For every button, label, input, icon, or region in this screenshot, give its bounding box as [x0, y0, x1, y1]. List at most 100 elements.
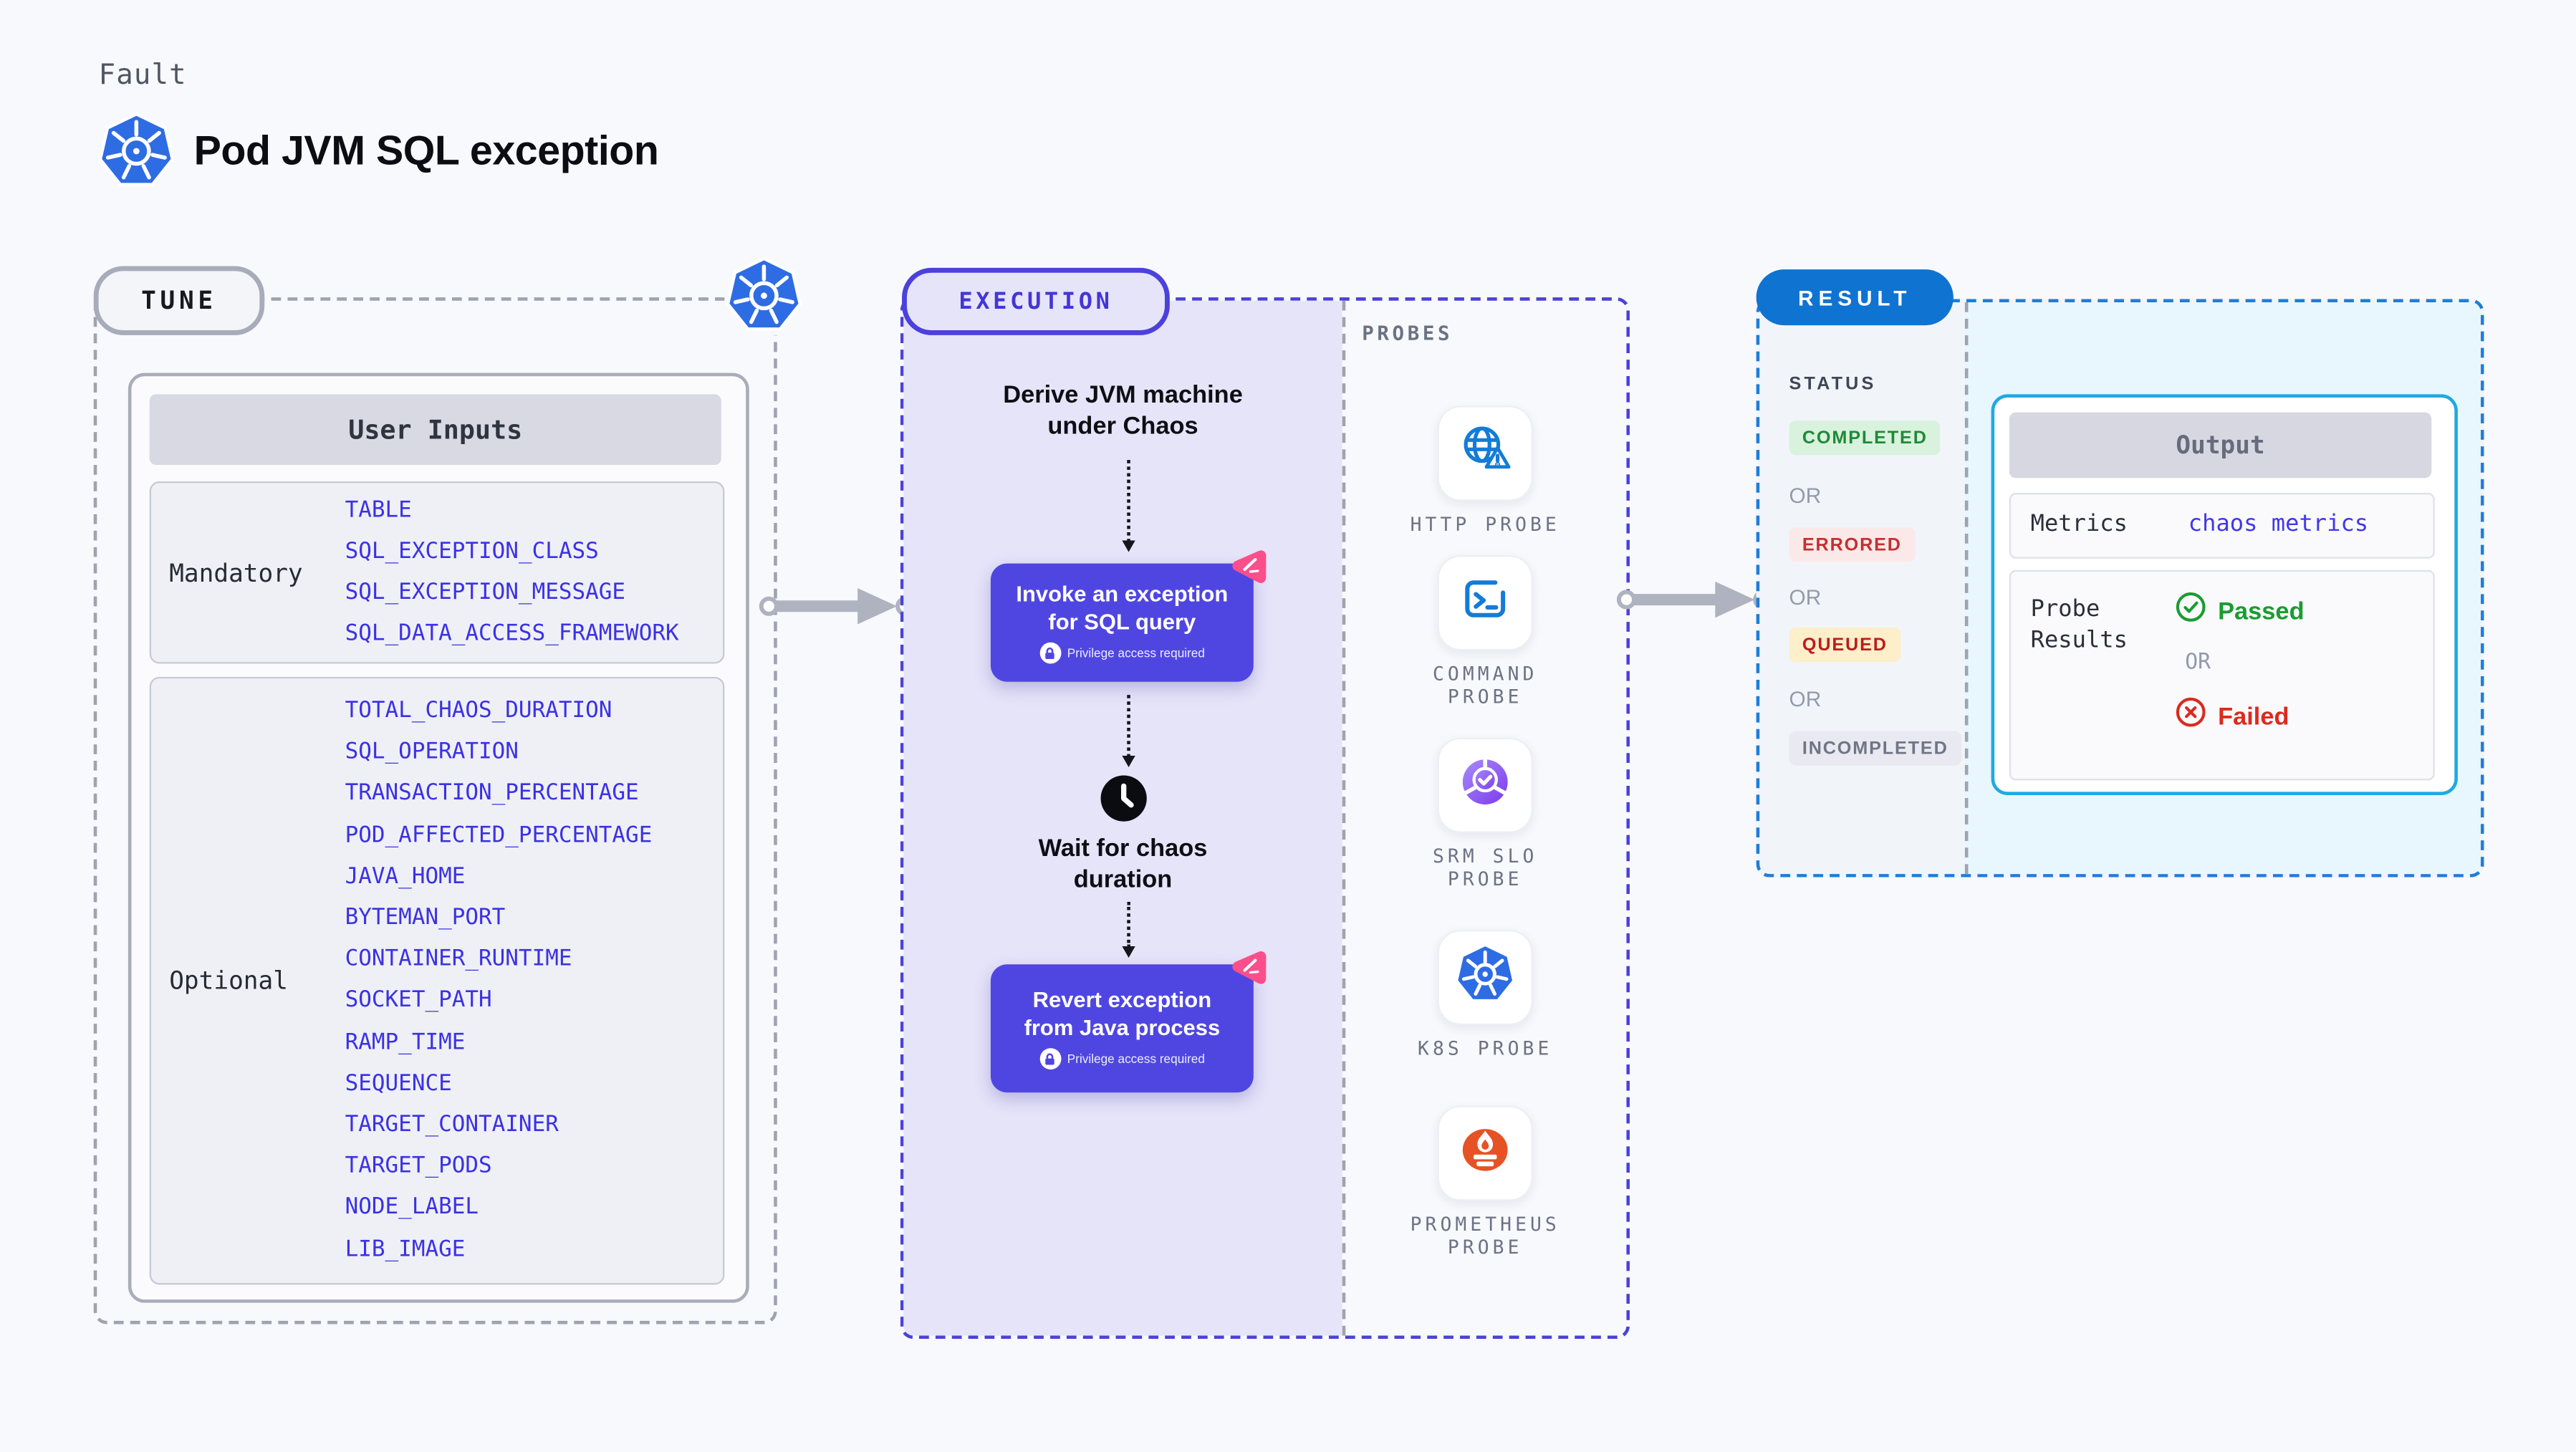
lock-icon	[1039, 1048, 1061, 1070]
env-var-link[interactable]: POD_AFFECTED_PERCENTAGE	[345, 822, 653, 848]
metrics-value-link[interactable]: chaos metrics	[2188, 511, 2369, 537]
result-section-box: STATUS COMPLETED OR ERRORED OR QUEUED OR…	[1756, 299, 2484, 878]
output-header: Output	[2009, 412, 2432, 479]
or-label: OR	[1789, 686, 1822, 712]
env-var-link[interactable]: TRANSACTION_PERCENTAGE	[345, 780, 639, 807]
mandatory-group: Mandatory TABLE SQL_EXCEPTION_CLASS SQL_…	[149, 481, 725, 664]
env-var-link[interactable]: SQL_OPERATION	[345, 739, 519, 766]
probe-label: COMMAND PROBE	[1432, 662, 1538, 708]
or-label: OR	[1789, 483, 1822, 508]
optional-label: Optional	[169, 966, 288, 996]
probe-result-passed: Passed	[2175, 592, 2305, 631]
env-var-link[interactable]: SEQUENCE	[345, 1069, 452, 1097]
env-var-link[interactable]: SQL_EXCEPTION_CLASS	[345, 537, 599, 564]
env-var-link[interactable]: TABLE	[345, 496, 412, 523]
env-var-link[interactable]: CONTAINER_RUNTIME	[345, 946, 572, 973]
tune-section-pill: TUNE	[93, 266, 265, 335]
probe-results-row: Probe Results Passed OR	[2009, 569, 2435, 781]
user-inputs-header: User Inputs	[149, 394, 721, 466]
status-label: STATUS	[1789, 374, 1877, 395]
revert-block-title: Revert exception from Java process	[1024, 987, 1221, 1039]
clock-icon	[1098, 774, 1148, 823]
status-badge-completed: COMPLETED	[1789, 420, 1941, 456]
probe-item-k8s: K8S PROBE	[1362, 930, 1608, 1059]
env-var-link[interactable]: SQL_EXCEPTION_MESSAGE	[345, 579, 626, 606]
probe-item-command: COMMAND PROBE	[1362, 555, 1608, 708]
env-var-link[interactable]: JAVA_HOME	[345, 862, 466, 890]
env-var-link[interactable]: LIB_IMAGE	[345, 1236, 466, 1262]
probe-results-label: Probe Results	[2030, 596, 2128, 654]
privilege-note: Privilege access required	[1039, 1048, 1205, 1070]
mandatory-label: Mandatory	[169, 557, 303, 587]
env-var-link[interactable]: SQL_DATA_ACCESS_FRAMEWORK	[345, 620, 679, 647]
passed-text: Passed	[2218, 597, 2305, 625]
page-title: Pod JVM SQL exception	[193, 128, 659, 175]
revert-exception-block: Revert exception from Java process Privi…	[990, 951, 1267, 1093]
lock-icon	[1039, 642, 1061, 664]
probes-panel-label: PROBES	[1362, 322, 1453, 345]
probe-item-srm-slo: SRM SLO PROBE	[1362, 737, 1608, 891]
optional-group: Optional TOTAL_CHAOS_DURATION SQL_OPERAT…	[149, 676, 725, 1285]
or-label: OR	[2185, 650, 2211, 675]
status-badge-queued: QUEUED	[1789, 628, 1901, 663]
probe-item-http: HTTP PROBE	[1362, 405, 1608, 536]
output-card: Output Metrics chaos metrics Probe Resul…	[1991, 394, 2458, 796]
probe-label: SRM SLO PROBE	[1432, 844, 1538, 891]
derive-step-text: Derive JVM machine under Chaos	[1003, 381, 1243, 441]
command-probe-card	[1437, 555, 1533, 651]
fault-eyebrow: Fault	[98, 59, 187, 92]
probe-label: K8S PROBE	[1418, 1037, 1553, 1060]
chaos-badge-icon	[1224, 543, 1272, 592]
slo-donut-icon-card	[1437, 737, 1533, 833]
status-badge-incompleted: INCOMPLETED	[1789, 731, 1961, 766]
failed-text: Failed	[2218, 702, 2289, 731]
probe-label: PROMETHEUS PROBE	[1410, 1212, 1560, 1259]
x-circle-icon	[2175, 696, 2206, 736]
prometheus-icon-card	[1437, 1105, 1533, 1201]
flow-connector	[1122, 902, 1135, 958]
env-var-link[interactable]: SOCKET_PATH	[345, 987, 492, 1014]
env-var-link[interactable]: RAMP_TIME	[345, 1029, 466, 1055]
probe-item-prometheus: PROMETHEUS PROBE	[1362, 1105, 1608, 1259]
kubernetes-icon-card	[1437, 930, 1533, 1026]
result-separator	[1964, 302, 1969, 875]
status-badge-errored: ERRORED	[1789, 527, 1916, 562]
env-var-link[interactable]: TARGET_CONTAINER	[345, 1111, 559, 1138]
result-section-pill: RESULT	[1756, 269, 1953, 326]
invoke-block-title: Invoke an exception for SQL query	[1016, 581, 1229, 634]
env-var-link[interactable]: TOTAL_CHAOS_DURATION	[345, 697, 612, 724]
http-probe-card	[1437, 405, 1533, 501]
env-var-link[interactable]: NODE_LABEL	[345, 1194, 479, 1221]
flow-connector	[1122, 695, 1135, 768]
arrow-execution-to-result	[1616, 581, 1772, 618]
env-var-link[interactable]: TARGET_PODS	[345, 1153, 492, 1180]
metrics-row: Metrics chaos metrics	[2009, 493, 2435, 559]
wait-step-text: Wait for chaos duration	[1038, 835, 1208, 894]
prometheus-icon	[1457, 1121, 1513, 1185]
probe-result-failed: Failed	[2175, 696, 2289, 736]
globe-alert-icon	[1457, 421, 1513, 485]
or-label: OR	[1789, 585, 1822, 610]
probe-label: HTTP PROBE	[1410, 512, 1560, 536]
metrics-label: Metrics	[2030, 511, 2128, 537]
mandatory-items: TABLE SQL_EXCEPTION_CLASS SQL_EXCEPTION_…	[345, 490, 679, 655]
kubernetes-icon	[97, 112, 176, 191]
env-var-link[interactable]: BYTEMAN_PORT	[345, 904, 506, 931]
kubernetes-icon	[1456, 944, 1515, 1011]
arrow-tune-to-execution	[759, 588, 914, 625]
privilege-note-text: Privilege access required	[1067, 645, 1205, 660]
privilege-note-text: Privilege access required	[1067, 1051, 1205, 1067]
terminal-icon	[1457, 571, 1513, 635]
tune-section-box	[93, 297, 777, 1324]
probes-separator	[1342, 300, 1346, 1336]
user-inputs-card: User Inputs Mandatory TABLE SQL_EXCEPTIO…	[128, 372, 749, 1303]
invoke-exception-block: Invoke an exception for SQL query Privil…	[990, 550, 1267, 682]
chaos-badge-icon	[1224, 944, 1272, 993]
optional-items: TOTAL_CHAOS_DURATION SQL_OPERATION TRANS…	[345, 691, 653, 1271]
check-circle-icon	[2175, 592, 2206, 631]
kubernetes-icon	[724, 256, 804, 335]
privilege-note: Privilege access required	[1039, 642, 1205, 664]
execution-section-pill: EXECUTION	[902, 267, 1170, 335]
execution-section-box: PROBES Derive JVM machine under Chaos In…	[900, 297, 1630, 1340]
